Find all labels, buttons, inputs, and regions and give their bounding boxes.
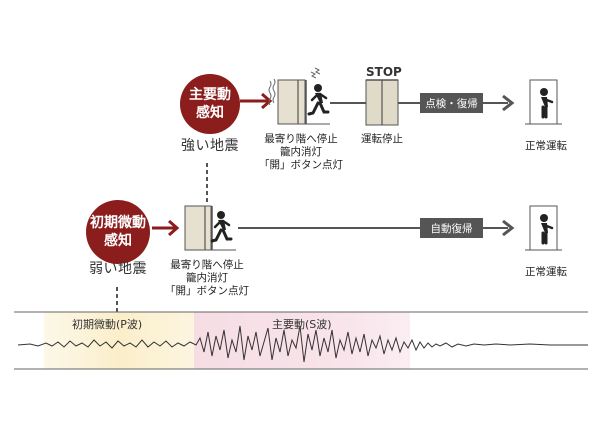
weak-step1-line2: 籠内消灯 [186, 272, 228, 284]
p-wave-label: 初期微動(P波) [72, 318, 143, 331]
circle-line2-weak: 感知 [104, 233, 132, 249]
strong-red-arrow [240, 92, 273, 110]
vibration-icon [268, 67, 321, 106]
weak-quake-label: 弱い地震 [89, 261, 147, 277]
strong-step2-label: 運転停止 [361, 133, 403, 145]
elevator-door-icon [277, 79, 307, 125]
initial-tremor-detect-circle: 初期微動 感知 [86, 200, 150, 264]
weak-step1-line1: 最寄り階へ停止 [170, 259, 244, 271]
circle-line1: 主要動 [189, 87, 231, 103]
step1-line3: 「開」ボタン点灯 [259, 159, 343, 171]
strong-end-label: 正常運転 [525, 140, 567, 152]
elevator-door-icon-weak [184, 205, 213, 251]
stopped-elevator-icon [365, 79, 399, 126]
person-exiting-icon [307, 84, 330, 116]
strong-quake-label: 強い地震 [181, 138, 239, 154]
circle-line2: 感知 [196, 105, 224, 121]
strong-step1-label: 最寄り階へ停止 籠内消灯 「開」ボタン点灯 [246, 133, 356, 172]
seismic-waveform [17, 325, 588, 363]
main-motion-detect-circle: 主要動 感知 [180, 74, 240, 134]
step1-line1: 最寄り階へ停止 [264, 133, 338, 145]
normal-elevator-icon-weak [525, 205, 562, 251]
weak-step1-line3: 「開」ボタン点灯 [165, 285, 249, 297]
inspect-recover-tag: 点検・復帰 [420, 93, 483, 113]
weak-step1-label: 最寄り階へ停止 籠内消灯 「開」ボタン点灯 [152, 259, 262, 298]
weak-red-arrow [152, 219, 180, 237]
s-wave-label: 主要動(S波) [272, 318, 332, 331]
normal-elevator-icon [525, 79, 562, 125]
person-exiting-icon-weak [210, 211, 233, 243]
circle-line1-weak: 初期微動 [90, 215, 146, 231]
arrow-right-icon-weak [502, 219, 515, 237]
step1-line2: 籠内消灯 [280, 146, 322, 158]
arrow-right-icon [502, 94, 515, 112]
stop-sign-text: STOP [366, 65, 402, 79]
p-wave-zone [44, 312, 194, 369]
weak-end-label: 正常運転 [525, 266, 567, 278]
auto-recover-tag: 自動復帰 [420, 218, 483, 238]
